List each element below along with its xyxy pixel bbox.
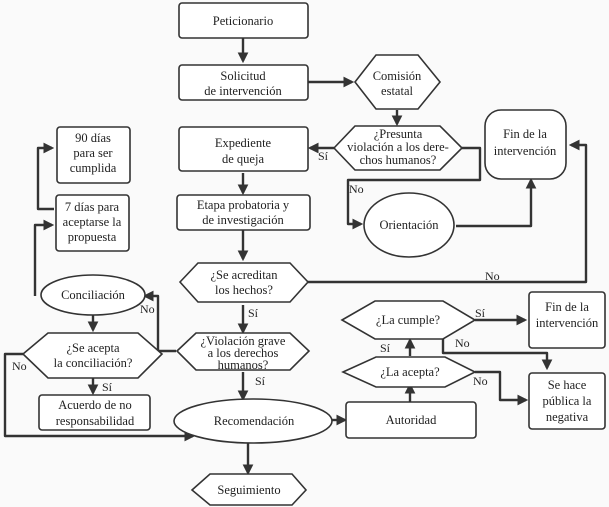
node-label: humanos? bbox=[218, 358, 269, 372]
edge-labels: Sí No No Sí No Sí No Sí Sí No Sí No bbox=[12, 149, 500, 394]
node-label: los hechos? bbox=[215, 283, 273, 297]
node-label: Se hace bbox=[548, 378, 587, 392]
node-solicitud[interactable]: Solicitud de intervención bbox=[178, 64, 309, 101]
node-label: a los derechos bbox=[208, 346, 279, 360]
edge-acreditan-fin bbox=[306, 139, 588, 284]
node-label: Conciliación bbox=[61, 288, 126, 302]
node-label: la conciliación? bbox=[54, 356, 133, 370]
node-label: ¿Se acepta bbox=[66, 341, 120, 355]
node-label: Seguimiento bbox=[217, 483, 280, 497]
edge-7dias-90dias bbox=[36, 142, 55, 211]
node-label: ¿Violación grave bbox=[201, 334, 286, 348]
node-violacion-grave[interactable]: ¿Violación grave a los derechos humanos? bbox=[175, 332, 311, 372]
node-label: 90 días bbox=[75, 131, 111, 145]
node-label: de intervención bbox=[204, 84, 282, 98]
node-label: ¿La cumple? bbox=[376, 313, 441, 327]
edge-laacepta-publica bbox=[475, 370, 529, 406]
node-label: propuesta bbox=[68, 230, 117, 244]
edge-conciliacion-7dias bbox=[33, 219, 55, 296]
node-label: estatal bbox=[381, 84, 413, 98]
node-orientacion[interactable]: Orientación bbox=[363, 192, 455, 258]
node-fin-intervencion-2[interactable]: Fin de la intervención bbox=[528, 291, 606, 349]
label-laacepta-no: No bbox=[473, 374, 488, 388]
edge-grave-conciliacion bbox=[142, 290, 176, 353]
node-label: intervención bbox=[536, 316, 599, 330]
node-label: responsabilidad bbox=[56, 414, 135, 428]
node-la-cumple[interactable]: ¿La cumple? bbox=[340, 300, 477, 340]
node-label: ¿Se acreditan bbox=[211, 268, 279, 282]
edge-lacumple-publica bbox=[441, 339, 553, 371]
edge-orientacion-fin bbox=[456, 177, 537, 228]
node-label: negativa bbox=[546, 410, 589, 424]
node-label: Comisión bbox=[373, 69, 422, 83]
label-seacepta-no: No bbox=[12, 359, 27, 373]
node-label: ¿La acepta? bbox=[380, 365, 440, 379]
node-label: de queja bbox=[222, 152, 264, 166]
node-label: Acuerdo de no bbox=[58, 398, 132, 412]
label-acreditan-no: No bbox=[485, 269, 500, 283]
node-fin-intervencion-1[interactable]: Fin de la intervención bbox=[484, 109, 567, 180]
node-label: Recomendación bbox=[214, 414, 295, 428]
node-label: Fin de la bbox=[503, 127, 547, 141]
node-7-dias[interactable]: 7 días para aceptarse la propuesta bbox=[55, 194, 130, 252]
node-la-acepta[interactable]: ¿La acepta? bbox=[341, 356, 477, 388]
label-seacepta-si: Sí bbox=[102, 380, 113, 394]
node-peticionario[interactable]: Peticionario bbox=[178, 2, 309, 39]
node-label: ¿Presunta bbox=[374, 127, 423, 141]
node-label: de investigación bbox=[202, 213, 284, 227]
node-label: Solicitud bbox=[220, 69, 266, 83]
node-label: cumplida bbox=[70, 161, 117, 175]
node-autoridad[interactable]: Autoridad bbox=[345, 401, 477, 439]
connectors bbox=[3, 38, 588, 476]
node-comision[interactable]: Comisión estatal bbox=[353, 54, 442, 110]
node-se-acepta-conciliacion[interactable]: ¿Se acepta la conciliación? bbox=[21, 332, 164, 379]
node-label: Expediente bbox=[215, 136, 272, 150]
label-presunta-si: Sí bbox=[318, 149, 329, 163]
edge-presunta-orientacion bbox=[346, 146, 482, 230]
node-90-dias[interactable]: 90 días para ser cumplida bbox=[56, 126, 131, 184]
node-se-acreditan[interactable]: ¿Se acreditan los hechos? bbox=[178, 262, 310, 303]
edge-seacepta-recomendacion bbox=[3, 352, 196, 442]
node-label: Etapa probatoria y bbox=[197, 198, 290, 212]
node-label: intervención bbox=[494, 144, 557, 158]
node-expediente[interactable]: Expediente de queja bbox=[178, 126, 309, 172]
label-presunta-no: No bbox=[349, 182, 364, 196]
node-label: violación a los dere- bbox=[347, 140, 449, 154]
label-grave-si: Sí bbox=[255, 374, 266, 388]
node-label: Orientación bbox=[379, 218, 439, 232]
label-acreditan-si: Sí bbox=[248, 306, 259, 320]
label-laacepta-si: Sí bbox=[380, 341, 391, 355]
node-acuerdo[interactable]: Acuerdo de no responsabilidad bbox=[38, 394, 151, 431]
node-seguimiento[interactable]: Seguimiento bbox=[190, 473, 308, 506]
node-presunta[interactable]: ¿Presunta violación a los dere- chos hum… bbox=[332, 125, 464, 171]
label-grave-no: No bbox=[140, 302, 155, 316]
node-recomendacion[interactable]: Recomendación bbox=[173, 398, 333, 444]
node-label: 7 días para bbox=[65, 200, 120, 214]
label-lacumple-no: No bbox=[455, 336, 470, 350]
label-lacumple-si: Sí bbox=[475, 306, 486, 320]
node-label: para ser bbox=[73, 146, 113, 160]
node-label: Fin de la bbox=[545, 300, 589, 314]
node-etapa-probatoria[interactable]: Etapa probatoria y de investigación bbox=[176, 194, 311, 231]
node-label: chos humanos? bbox=[360, 153, 437, 167]
node-label: Peticionario bbox=[213, 14, 273, 28]
node-publica-negativa[interactable]: Se hace pública la negativa bbox=[528, 372, 606, 430]
node-label: aceptarse la bbox=[63, 215, 122, 229]
node-conciliacion[interactable]: Conciliación bbox=[40, 274, 146, 316]
node-label: Autoridad bbox=[386, 413, 437, 427]
node-label: pública la bbox=[543, 394, 592, 408]
